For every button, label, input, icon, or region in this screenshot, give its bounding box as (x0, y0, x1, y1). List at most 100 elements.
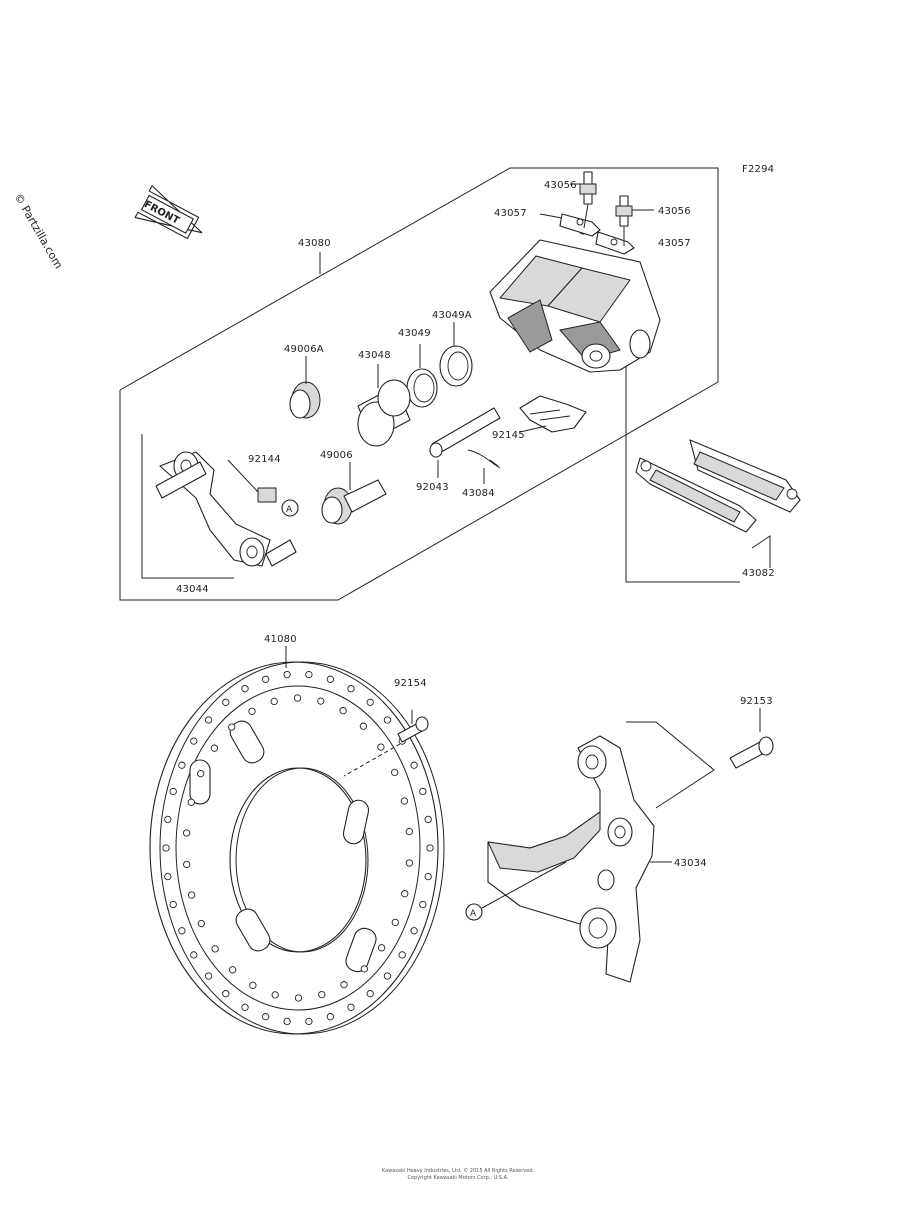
disc-hole (294, 994, 303, 1002)
label-43049[interactable]: 43049 (398, 328, 431, 339)
disc-hole (190, 737, 198, 745)
label-43034[interactable]: 43034 (674, 858, 707, 869)
label-43057-right[interactable]: 43057 (658, 238, 691, 249)
watermark-text: © Partzilla.com (11, 191, 65, 271)
disc-hole (283, 670, 291, 679)
disc-hole (366, 990, 374, 998)
disc-hole (405, 859, 414, 867)
piston-seal-43049a (439, 345, 473, 387)
label-43048[interactable]: 43048 (358, 350, 391, 361)
disc-hole (347, 685, 355, 693)
bleed-valve-right (615, 195, 633, 227)
disc-hole (211, 945, 219, 953)
disc-hole (419, 900, 427, 909)
label-43057-left[interactable]: 43057 (494, 208, 527, 219)
label-92145[interactable]: 92145 (492, 430, 525, 441)
disc-hole (326, 675, 335, 683)
disc-hole (204, 716, 213, 724)
disc-hole (249, 981, 257, 989)
label-43056-right[interactable]: 43056 (658, 206, 691, 217)
disc-hole (377, 944, 386, 952)
disc-hole (187, 798, 195, 806)
disc-hole (360, 965, 368, 973)
brake-pad-front (689, 439, 801, 513)
disc-hole (169, 900, 177, 909)
disc-hole (241, 1003, 249, 1011)
disc-hole (197, 919, 205, 928)
disc-hole (164, 815, 172, 824)
label-43049a[interactable]: 43049A (432, 310, 472, 321)
disc-hole (178, 761, 186, 769)
footer-copyright-line1: Kawasaki Heavy Industries, Ltd. © 2015 A… (382, 1167, 535, 1174)
disc-hole (228, 966, 237, 974)
bleed-valve-left (579, 171, 597, 205)
disc-hole (424, 872, 432, 881)
disc-hole (419, 787, 427, 796)
disc-hole (305, 670, 313, 679)
label-43082[interactable]: 43082 (742, 568, 775, 579)
label-43084[interactable]: 43084 (462, 488, 495, 499)
ref-marker-letter: A (470, 909, 477, 919)
boot-49006a (289, 381, 321, 419)
disc-hole (410, 761, 418, 769)
disc-hole (228, 723, 236, 731)
label-92043[interactable]: 92043 (416, 482, 449, 493)
pin-clip (467, 449, 501, 469)
reference-code: F2294 (742, 164, 774, 175)
pad-spring (519, 395, 587, 433)
label-41080[interactable]: 41080 (264, 634, 297, 645)
piston-43048 (357, 379, 411, 447)
disc-hole (340, 981, 348, 989)
ref-marker-letter: A (286, 505, 293, 515)
disc-hole (391, 918, 399, 927)
label-43044[interactable]: 43044 (176, 584, 209, 595)
disc-hole (187, 891, 196, 899)
disc-hole (248, 707, 256, 715)
bolt-92153 (729, 736, 774, 769)
disc-hole (400, 797, 409, 805)
disc-hole (317, 697, 325, 705)
disc-hole (405, 827, 413, 836)
label-92153[interactable]: 92153 (740, 696, 773, 707)
caliper-mount-43034 (487, 735, 655, 983)
label-49006a[interactable]: 49006A (284, 344, 324, 355)
caliper-bracket-43044 (155, 451, 297, 567)
disc-hole (347, 1003, 355, 1011)
piston-seal-43049 (406, 368, 438, 408)
disc-hole (339, 707, 347, 715)
label-43080[interactable]: 43080 (298, 238, 331, 249)
caliper-body (489, 229, 661, 373)
part-labels: 43056 43056 43057 43057 43080 43049A 430… (176, 180, 775, 869)
pad-bracket (625, 330, 740, 583)
disc-hole (410, 927, 418, 935)
disc-hole (210, 744, 219, 752)
disc-hole (261, 1013, 270, 1021)
disc-hole (222, 990, 230, 998)
label-92144[interactable]: 92144 (248, 454, 281, 465)
label-92154[interactable]: 92154 (394, 678, 427, 689)
boot-49006 (321, 479, 387, 525)
disc-hole (326, 1013, 335, 1021)
disc-hole (270, 697, 278, 706)
disc-hole (222, 698, 230, 706)
label-43056-left[interactable]: 43056 (544, 180, 577, 191)
disc-hole (383, 716, 392, 724)
brake-pad-rear (635, 457, 757, 533)
disc-hole (169, 787, 177, 796)
ref-marker-a-lower: A (465, 903, 483, 921)
caliper-assembly-frame (119, 167, 719, 601)
bleed-cap-right (595, 231, 635, 255)
disc-holes (162, 670, 434, 1026)
label-49006[interactable]: 49006 (320, 450, 353, 461)
disc-hole (359, 722, 368, 730)
disc-hole (182, 829, 191, 837)
disc-hole (426, 844, 434, 852)
disc-hole (305, 1017, 313, 1026)
disc-hole (271, 991, 279, 999)
disc-hole (183, 860, 191, 869)
disc-hole (197, 769, 205, 778)
disc-hole (293, 694, 302, 702)
pad-pin (429, 407, 501, 458)
